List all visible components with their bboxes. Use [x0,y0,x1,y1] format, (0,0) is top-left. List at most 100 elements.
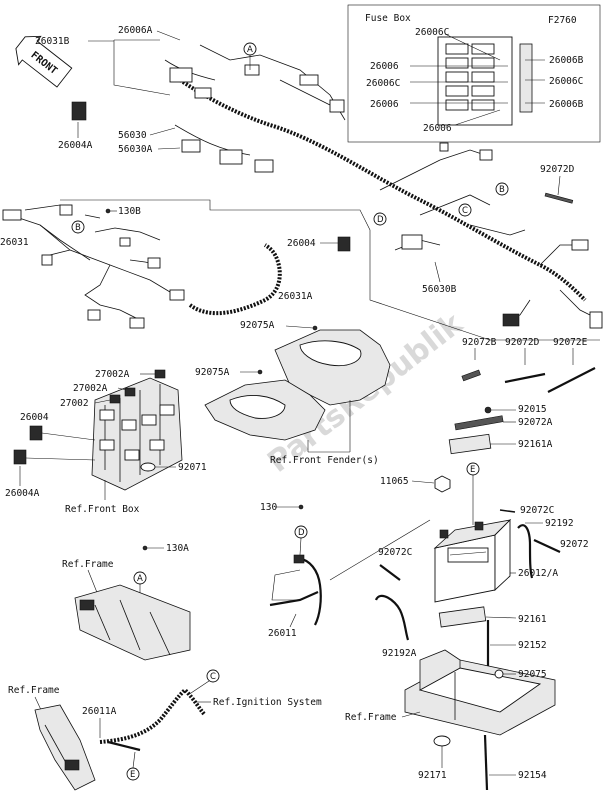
cable-26031A [188,243,282,316]
harness-connector-7 [219,149,243,165]
callout-D-top-label: D [377,215,384,225]
label-ref-front-fender: Ref.Front Fender(s) [270,455,379,466]
part-92072B [461,369,481,382]
sub-connector-4 [147,257,161,269]
fuse-box-inset: Fuse Box 26006C 26006 26006C 26006 26006… [347,4,601,143]
label-92075: 92075 [518,669,547,680]
label-92192: 92192 [545,518,574,529]
sub-connector-3 [41,254,53,266]
label-26004-mid: 26004 [287,238,316,249]
front-fender-assembly [204,329,391,441]
harness-connector-5 [329,99,345,113]
harness-connector-1 [169,67,193,83]
label-92072B: 92072B [462,337,497,348]
part-92071 [140,462,156,472]
part-26004-left [29,425,43,441]
label-92072E: 92072E [553,337,588,348]
part-92192 [517,524,534,579]
part-92072C-a [379,564,401,581]
label-92072D-b: 92072D [505,337,540,348]
fuse-label-right-2: 26006B [549,99,584,110]
sub-connector-7 [129,317,145,329]
label-92071: 92071 [178,462,207,473]
callout-D-cable-label: D [298,528,305,538]
fuse-label-left-3: 26006 [370,99,399,110]
fuse-box-title: Fuse Box [365,13,411,24]
callout-D-top [373,212,387,226]
sub-connector-5 [169,289,185,301]
callout-B-right [495,182,509,196]
sub-connector-6 [87,309,101,321]
label-92152: 92152 [518,640,547,651]
label-11065: 11065 [380,476,409,487]
main-harness [164,44,603,329]
label-92075A-b: 92075A [195,367,230,378]
label-ref-frame-2: Ref.Frame [345,712,397,723]
callout-E-battery-label: E [470,465,475,475]
label-92154: 92154 [518,770,547,781]
label-26004A-bottom: 26004A [5,488,40,499]
label-26031: 26031 [0,237,29,248]
label-56030A: 56030A [118,144,153,155]
harness-connector-3 [244,64,260,76]
callout-B-left [71,220,85,234]
harness-connector-9 [401,234,423,250]
callout-C-ignition [206,669,220,683]
callout-C-right-label: C [462,206,468,216]
part-26004-mid [337,236,351,252]
harness-connector-4 [299,74,319,86]
part-92072A [454,415,504,431]
cable-26011A [99,687,207,744]
label-26031A: 26031A [278,291,313,302]
part-26004A-bottom [13,449,27,465]
frame-b-assembly [34,704,96,791]
part-92072D-a [544,192,574,204]
harness-group-frame [60,39,600,341]
fuse-label-right-1: 26006C [549,76,583,87]
fuse-label-left-4: 26006 [423,123,452,134]
sub-connector-8 [119,237,131,247]
label-92072D-a: 92072D [540,164,575,175]
battery-tray [404,649,556,736]
part-92161 [438,606,487,628]
label-26004-left: 26004 [20,412,49,423]
fuse-label-left-0: 26006C [415,27,449,38]
label-92072C-b: 92072C [520,505,554,516]
harness-connector-10 [479,149,493,161]
sub-harness-26031 [2,204,185,329]
cable-26011 [297,556,322,626]
harness-connector-14 [439,142,449,152]
callout-A-frame-label: A [137,574,143,584]
label-ref-frame-1: Ref.Frame [62,559,114,570]
label-26011: 26011 [268,628,297,639]
label-ref-front-box: Ref.Front Box [65,504,140,515]
label-ref-frame-3: Ref.Frame [8,685,60,696]
callout-A-top-label: A [247,45,253,55]
label-56030: 56030 [118,130,147,141]
part-92192A [374,594,410,641]
fuse-slots [445,43,495,111]
label-27002A-a: 27002A [95,369,130,380]
label-130B: 130B [118,206,141,217]
label-92171: 92171 [418,770,447,781]
part-92075 [494,669,504,679]
label-26011A: 26011A [82,706,117,717]
part-92072 [533,539,561,553]
label-92072A: 92072A [518,417,553,428]
battery-26012 [433,518,512,603]
fuse-label-left-2: 26006C [366,78,400,89]
fuse-box-frame [347,4,601,143]
label-26006A: 26006A [118,25,153,36]
label-130A: 130A [166,543,189,554]
fuse-label-left-1: 26006 [370,61,399,72]
diagram-code: F2760 [548,15,577,26]
label-130: 130 [260,502,277,513]
part-26004A-top [71,101,87,121]
callout-C-ignition-label: C [210,672,216,682]
harness-connector-6 [181,139,201,153]
sub-connector-2 [59,204,73,216]
sub-connector-1 [2,209,22,221]
part-92072D-b [504,372,546,384]
